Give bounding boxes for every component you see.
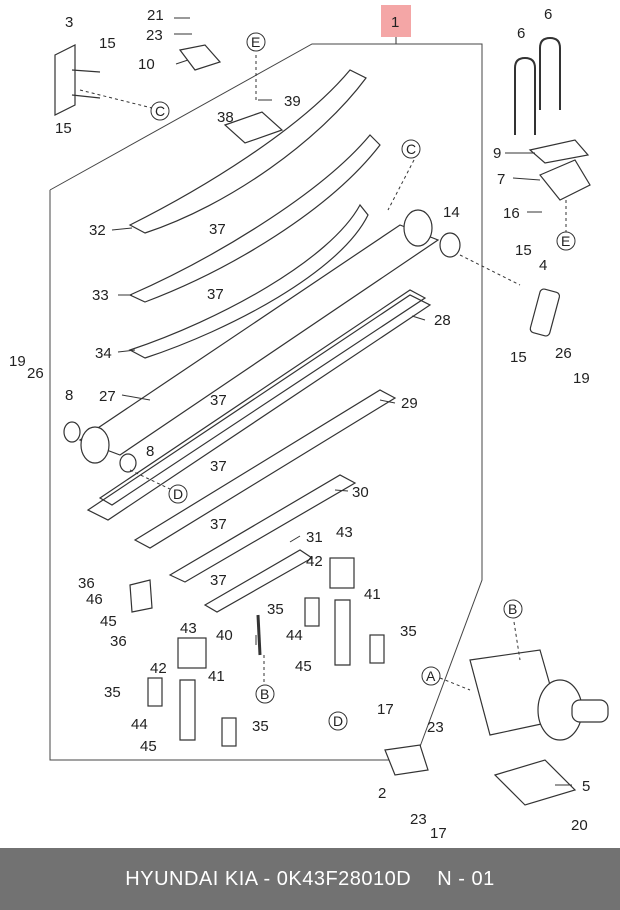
callout-labels: 2 3 4 5 6 6 7 8 8 9 10 14 15 15 15 15 16… — [9, 6, 590, 842]
callout-35a: 35 — [267, 601, 284, 618]
callout-45a: 45 — [100, 613, 117, 630]
callout-41a: 41 — [364, 586, 381, 603]
callout-6a: 6 — [517, 25, 525, 42]
callout-30: 30 — [352, 484, 369, 501]
ref-c1: C — [155, 103, 165, 119]
callout-9: 9 — [493, 145, 501, 162]
callout-36a: 36 — [78, 575, 95, 592]
callout-21: 21 — [147, 7, 164, 24]
callout-10: 10 — [138, 56, 155, 73]
assembly-marker — [381, 5, 411, 37]
ref-e1: E — [251, 34, 260, 50]
callout-36b: 36 — [110, 633, 127, 650]
callout-17a: 17 — [377, 701, 394, 718]
callout-26b: 26 — [555, 345, 572, 362]
callout-37a: 37 — [209, 221, 226, 238]
leaf-spring-stack — [78, 69, 440, 613]
callout-29: 29 — [401, 395, 418, 412]
callout-33: 33 — [92, 287, 109, 304]
axle-knuckle — [384, 649, 609, 806]
part-number-footer: HYUNDAI KIA - 0K43F28010D N - 01 — [0, 848, 620, 910]
callout-4: 4 — [539, 257, 547, 274]
ref-d2: D — [333, 713, 343, 729]
callout-32: 32 — [89, 222, 106, 239]
callout-41b: 41 — [208, 668, 225, 685]
callout-31: 31 — [306, 529, 323, 546]
callout-44b: 44 — [131, 716, 148, 733]
assembly-number: 1 — [391, 14, 399, 31]
assembly-outline — [49, 43, 483, 761]
callout-42b: 42 — [150, 660, 167, 677]
callout-27: 27 — [99, 388, 116, 405]
callout-46: 46 — [86, 591, 103, 608]
callout-44a: 44 — [286, 627, 303, 644]
ref-b2: B — [260, 686, 269, 702]
reference-circles: A B B C C D D E E — [150, 32, 576, 731]
callout-42a: 42 — [306, 553, 323, 570]
callout-6b: 6 — [544, 6, 552, 23]
exploded-parts-diagram: 1 — [9, 5, 609, 842]
callout-40: 40 — [216, 627, 233, 644]
page-label: N - 01 — [437, 867, 495, 890]
callout-23b: 23 — [427, 719, 444, 736]
callout-45c: 45 — [140, 738, 157, 755]
callout-37c: 37 — [210, 392, 227, 409]
callout-23c: 23 — [410, 811, 427, 828]
callout-37b: 37 — [207, 286, 224, 303]
ref-e2: E — [561, 233, 570, 249]
callout-28: 28 — [434, 312, 451, 329]
callout-38: 38 — [217, 109, 234, 126]
ref-b1: B — [508, 601, 517, 617]
callout-15b: 15 — [55, 120, 72, 137]
callout-35c: 35 — [104, 684, 121, 701]
ref-a: A — [426, 668, 436, 684]
callout-34: 34 — [95, 345, 112, 362]
callout-14: 14 — [443, 204, 460, 221]
callout-26a: 26 — [27, 365, 44, 382]
callout-43b: 43 — [180, 620, 197, 637]
callout-7: 7 — [497, 171, 505, 188]
callout-17b: 17 — [430, 825, 447, 842]
ref-c2: C — [406, 141, 416, 157]
ref-d1: D — [173, 486, 183, 502]
callout-15a: 15 — [99, 35, 116, 52]
callout-35b: 35 — [400, 623, 417, 640]
callout-8a: 8 — [65, 387, 73, 404]
callout-20: 20 — [571, 817, 588, 834]
callout-19b: 19 — [573, 370, 590, 387]
callout-37d: 37 — [210, 458, 227, 475]
callout-15d: 15 — [510, 349, 527, 366]
callout-5: 5 — [582, 778, 590, 795]
callout-23a: 23 — [146, 27, 163, 44]
callout-2: 2 — [378, 785, 386, 802]
callout-37f: 37 — [210, 572, 227, 589]
callout-35d: 35 — [252, 718, 269, 735]
part-number-label: HYUNDAI KIA - 0K43F28010D — [125, 867, 412, 890]
callout-43a: 43 — [336, 524, 353, 541]
callout-19a: 19 — [9, 353, 26, 370]
callout-39: 39 — [284, 93, 301, 110]
callout-45b: 45 — [295, 658, 312, 675]
callout-15c: 15 — [515, 242, 532, 259]
callout-37e: 37 — [210, 516, 227, 533]
callout-3: 3 — [65, 14, 73, 31]
callout-16: 16 — [503, 205, 520, 222]
callout-8b: 8 — [146, 443, 154, 460]
u-bolts — [514, 36, 561, 135]
